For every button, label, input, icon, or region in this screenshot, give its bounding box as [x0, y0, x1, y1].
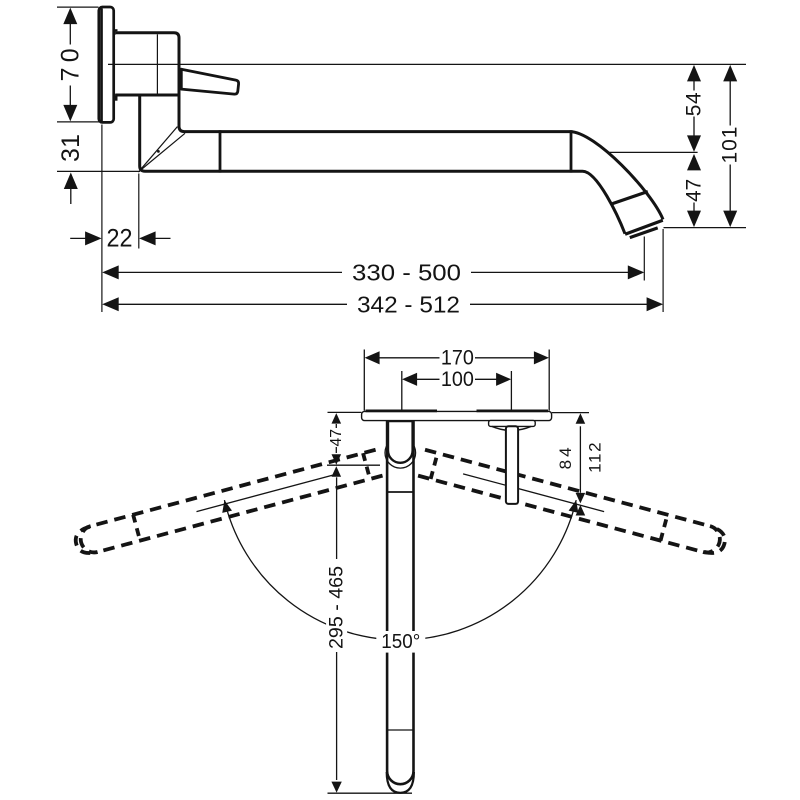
- svg-text:100: 100: [441, 368, 474, 391]
- svg-text:342 - 512: 342 - 512: [357, 292, 460, 318]
- svg-text:22: 22: [107, 224, 133, 252]
- svg-text:330 - 500: 330 - 500: [352, 260, 461, 286]
- svg-text:54: 54: [683, 92, 706, 116]
- svg-text:295 - 465: 295 - 465: [326, 566, 348, 649]
- svg-text:170: 170: [441, 346, 474, 369]
- svg-text:101: 101: [719, 127, 742, 164]
- svg-text:47: 47: [328, 429, 345, 447]
- svg-text:112: 112: [586, 442, 605, 473]
- svg-text:47: 47: [683, 179, 706, 202]
- svg-text:150°: 150°: [381, 631, 420, 653]
- svg-text:31: 31: [57, 134, 85, 162]
